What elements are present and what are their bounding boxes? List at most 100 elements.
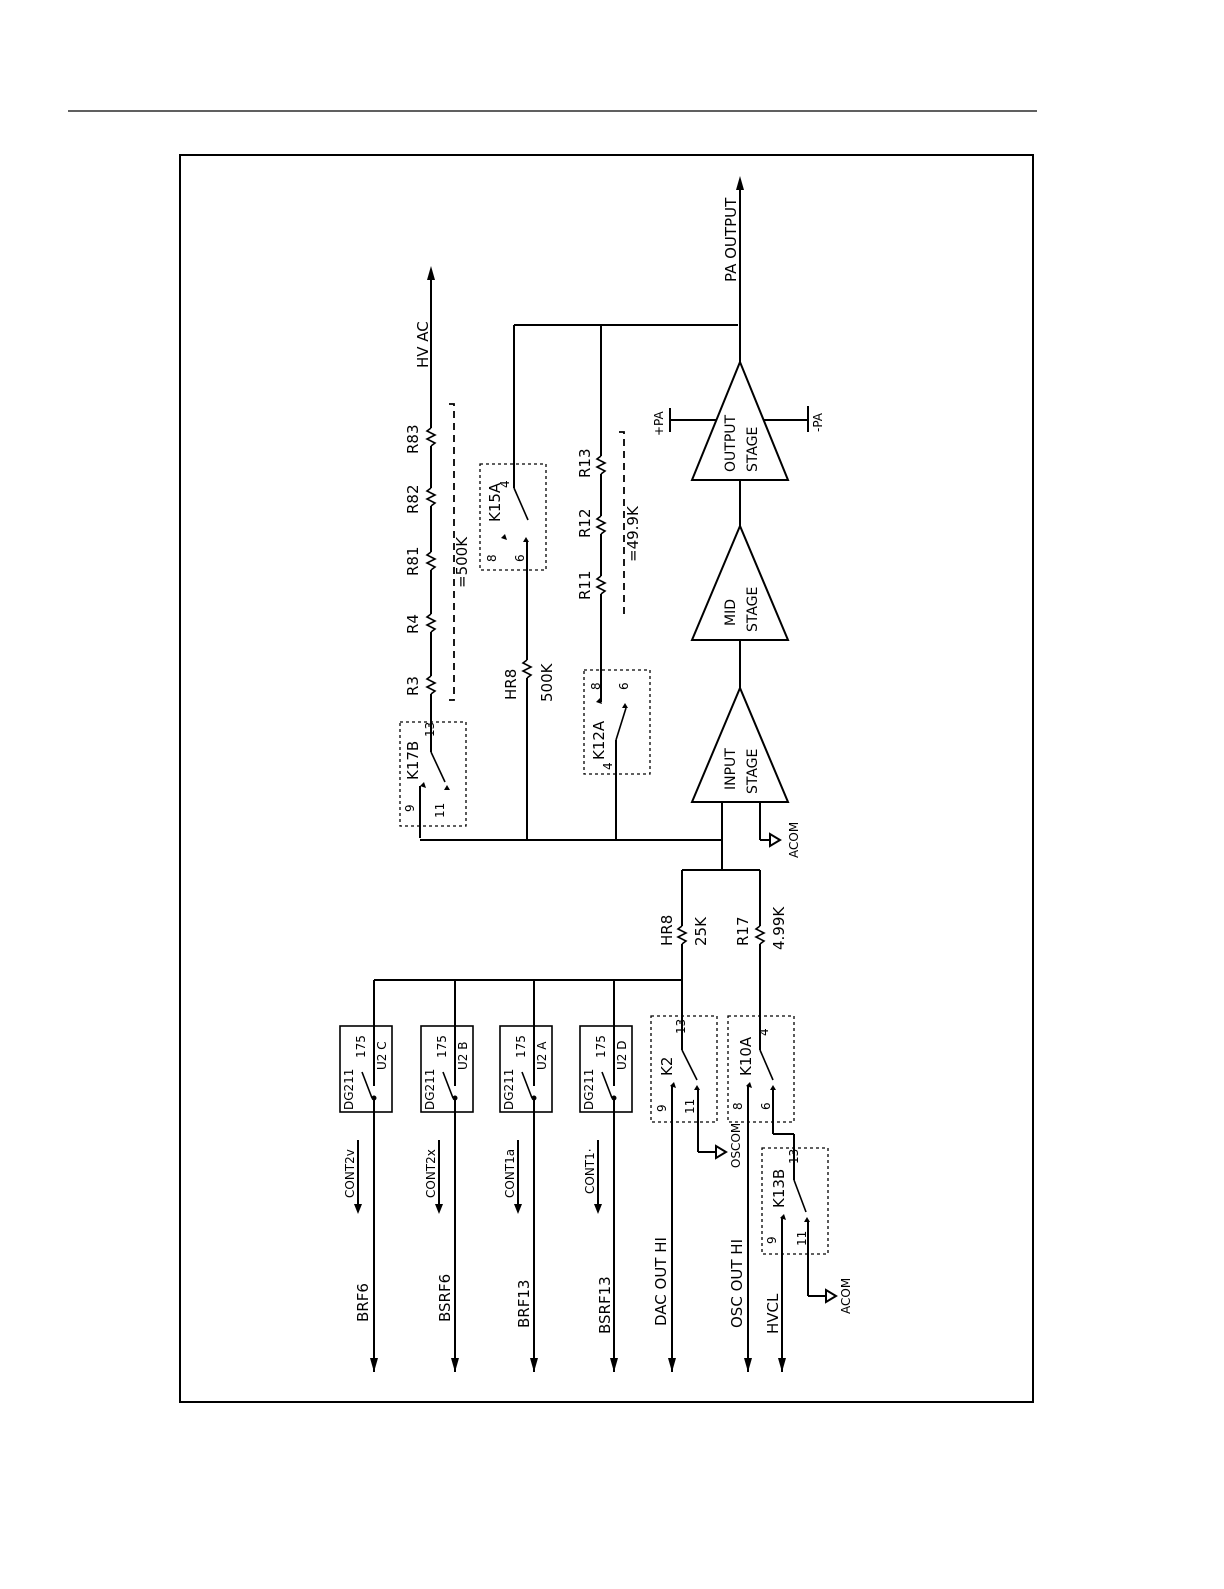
k10a-pin-6: 6 (759, 1102, 773, 1110)
k17b-switch-arm (430, 751, 446, 783)
acom-ground-lower-icon (825, 1288, 838, 1304)
r83-resistor (425, 427, 437, 447)
output-stage-line2: STAGE (745, 427, 761, 472)
k15a-pin-8: 8 (485, 554, 499, 562)
dac-out-arrow-icon (668, 1358, 676, 1372)
k15a-pin-6: 6 (513, 554, 527, 562)
k13b-pin-9: 9 (765, 1236, 779, 1244)
r12-label: R12 (576, 508, 594, 538)
k2-pin-11: 11 (683, 1099, 697, 1114)
k13b-pin-13: 13 (787, 1149, 801, 1164)
u2c-175-label: 175 (354, 1035, 368, 1058)
dac-out-label: DAC OUT HI (652, 1237, 670, 1326)
figure-frame (179, 154, 1034, 1403)
bsrf13-label: BSRF13 (596, 1276, 614, 1334)
k12a-pin-8: 8 (589, 682, 603, 690)
u2d-label: U2 D (615, 1041, 629, 1070)
r11-r13-sum-label: =49.9K (624, 505, 642, 562)
acom-label-upper: ACOM (787, 822, 801, 858)
hv-ac-branch (425, 266, 455, 742)
r17-label: R17 (734, 916, 752, 946)
k10a-pin-8: 8 (731, 1102, 745, 1110)
cont2v-label: CONT2v (343, 1149, 357, 1198)
k10a-pin-4: 4 (757, 1028, 771, 1036)
u2a-switch-group (517, 980, 537, 1372)
u2d-175-label: 175 (594, 1035, 608, 1058)
brf6-label: BRF6 (354, 1283, 372, 1322)
hr8-500k-resistor (521, 659, 533, 679)
r11-r13-branch (595, 325, 628, 840)
r3-label: R3 (404, 676, 422, 696)
cont2x-label: CONT2x (424, 1149, 438, 1198)
k2-label: K2 (658, 1057, 676, 1076)
input-stage-line1: INPUT (723, 748, 739, 790)
u2d-switch-box (579, 1025, 633, 1113)
k2-relay-box (650, 1015, 718, 1123)
k15a-branch (501, 324, 738, 840)
u2c-switch-box (339, 1025, 393, 1113)
k2-pin-9: 9 (655, 1104, 669, 1112)
oscom-ground-icon (715, 1144, 728, 1160)
acom-ground-icon (769, 832, 782, 848)
minus-pa-label: -PA (811, 412, 825, 432)
input-stage-triangle (690, 685, 790, 803)
brf13-label: BRF13 (515, 1280, 533, 1328)
mid-stage-line1: MID (723, 599, 739, 626)
r4-label: R4 (404, 614, 422, 634)
r-chain-bracket (449, 403, 455, 701)
u2a-175-label: 175 (514, 1035, 528, 1058)
r13-resistor (595, 455, 607, 475)
u2a-label: U2 A (535, 1041, 549, 1070)
brf6-arrow-icon (370, 1358, 378, 1372)
r3-resistor (425, 675, 437, 695)
k10a-label: K10A (737, 1036, 755, 1076)
hvcl-arrow-icon (778, 1358, 786, 1372)
k15a-switch-arm (513, 487, 529, 521)
bsrf6-arrow-icon (451, 1358, 459, 1372)
u2b-dg211-label: DG211 (423, 1069, 437, 1110)
k12a-relay-box (583, 669, 651, 775)
acom-label-lower: ACOM (839, 1278, 853, 1314)
k13b-relay-box (761, 1147, 829, 1255)
k12a-label: K12A (590, 720, 608, 760)
k13b-pin-11: 11 (795, 1231, 809, 1246)
hr8-bottom-value: 25K (692, 916, 710, 946)
k2-pin-13: 13 (674, 1019, 688, 1034)
osc-out-label: OSC OUT HI (728, 1239, 746, 1328)
r81-resistor (425, 551, 437, 571)
mid-stage-triangle (690, 523, 790, 641)
hvcl-label: HVCL (764, 1293, 782, 1334)
u2d-dg211-label: DG211 (582, 1069, 596, 1110)
k17b-contacts (419, 742, 450, 838)
hv-ac-label: HV AC (414, 321, 432, 368)
u2d-switch-group (597, 980, 617, 1372)
k13b-label: K13B (770, 1169, 788, 1208)
r-chain-sum-label: =500K (453, 536, 471, 588)
k10a-relay-box (727, 1015, 795, 1123)
r12-resistor (595, 515, 607, 535)
r4-resistor (425, 613, 437, 633)
osc-out-arrow-icon (744, 1358, 752, 1372)
r82-label: R82 (404, 484, 422, 514)
hr8-25k-resistor (676, 925, 688, 945)
k17b-pin-11: 11 (433, 803, 447, 818)
r13-label: R13 (576, 448, 594, 478)
u2c-switch-group (357, 980, 377, 1372)
k17b-pin-13: 13 (423, 722, 437, 737)
r17-value: 4.99K (770, 906, 788, 950)
k17b-relay-box (399, 721, 467, 827)
output-stage-line1: OUTPUT (723, 414, 739, 472)
r81-label: R81 (404, 546, 422, 576)
r17-resistor (754, 925, 766, 945)
k2-contacts (670, 1040, 716, 1372)
cont1a-label: CONT1a (503, 1149, 517, 1198)
brf13-arrow-icon (530, 1358, 538, 1372)
cont1b-label: CONT1· (583, 1148, 597, 1194)
r11-label: R11 (576, 570, 594, 600)
pa-output-label: PA OUTPUT (722, 197, 740, 282)
r83-label: R83 (404, 424, 422, 454)
hr8-top-label: HR8 (502, 669, 520, 700)
r11-r13-bracket (619, 431, 625, 615)
k13b-contacts (780, 1168, 826, 1372)
